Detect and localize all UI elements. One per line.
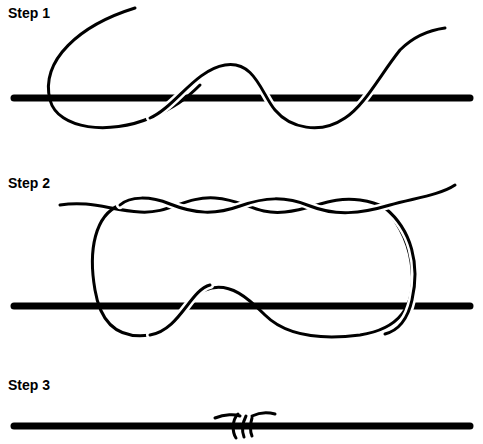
rope-loop	[92, 205, 412, 337]
rope-strand	[150, 285, 210, 335]
knot-wrap	[243, 416, 246, 437]
rope-strand	[150, 28, 445, 128]
rope-twist	[120, 185, 455, 213]
knot-wrap	[233, 414, 238, 438]
rod-bar	[14, 303, 470, 310]
rod-bar	[14, 95, 470, 102]
step-label: Step 1	[8, 6, 50, 21]
rope-twist	[120, 185, 455, 213]
rope-strand	[385, 208, 415, 334]
knot-tail	[252, 413, 275, 416]
step-label: Step 2	[8, 176, 50, 191]
step-label: Step 3	[8, 378, 50, 393]
knot-wrap	[251, 418, 253, 436]
rope-strand	[385, 208, 415, 334]
rope-strand	[150, 28, 445, 128]
rope-strand	[150, 285, 210, 335]
rope-strand-under	[48, 8, 200, 128]
